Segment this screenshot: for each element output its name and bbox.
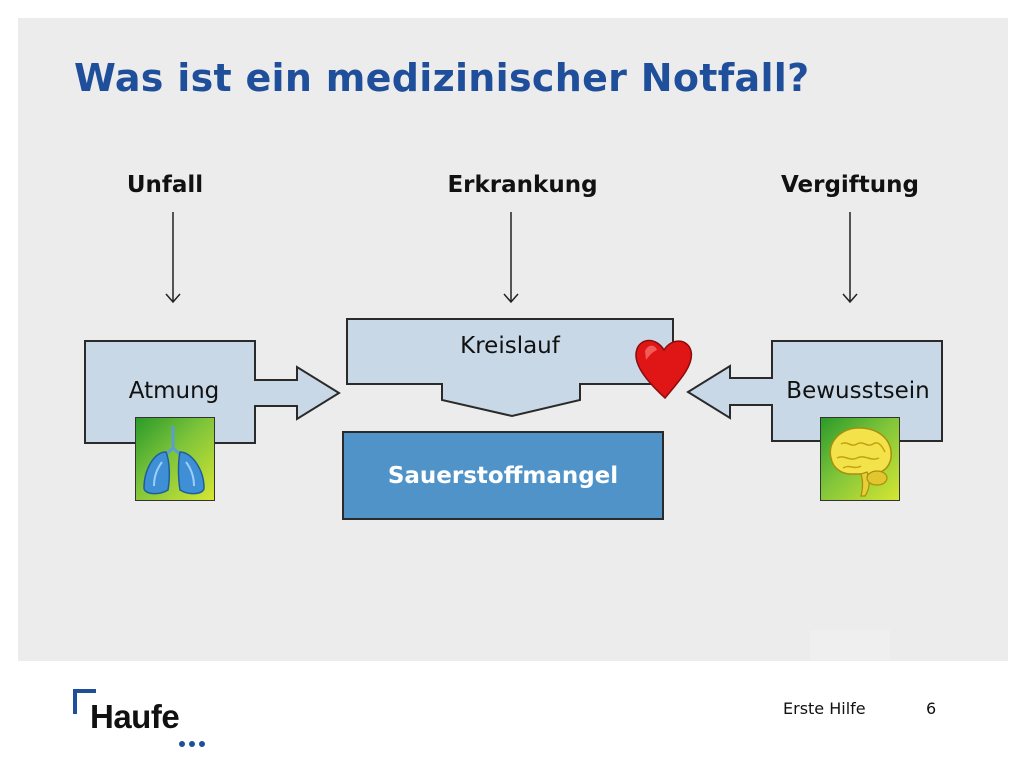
arrow-unfall [165,212,181,304]
arrow-vergiftung [842,212,858,304]
footer-page-number: 6 [926,699,937,718]
haufe-logo-text: Haufe [90,698,180,735]
node-kreislauf-label: Kreislauf [460,333,560,359]
heart-icon [635,339,693,400]
footer-section: Erste Hilfe [783,699,866,718]
haufe-logo-dots [179,741,205,747]
slide-title: Was ist ein medizinischer Notfall? [74,56,810,100]
cause-erkrankung: Erkrankung [447,172,598,198]
cause-unfall: Unfall [126,172,204,198]
haufe-logo-bracket [73,689,96,714]
cause-vergiftung: Vergiftung [780,172,920,198]
arrow-erkrankung [503,212,519,304]
node-atmung-label: Atmung [128,378,220,404]
node-sauerstoffmangel: Sauerstoffmangel [342,431,664,520]
bewusstsein-box [686,340,943,442]
decor-box [810,630,890,660]
lungs-icon [135,417,215,501]
brain-icon [820,417,900,501]
node-bewusstsein-label: Bewusstsein [786,378,930,404]
